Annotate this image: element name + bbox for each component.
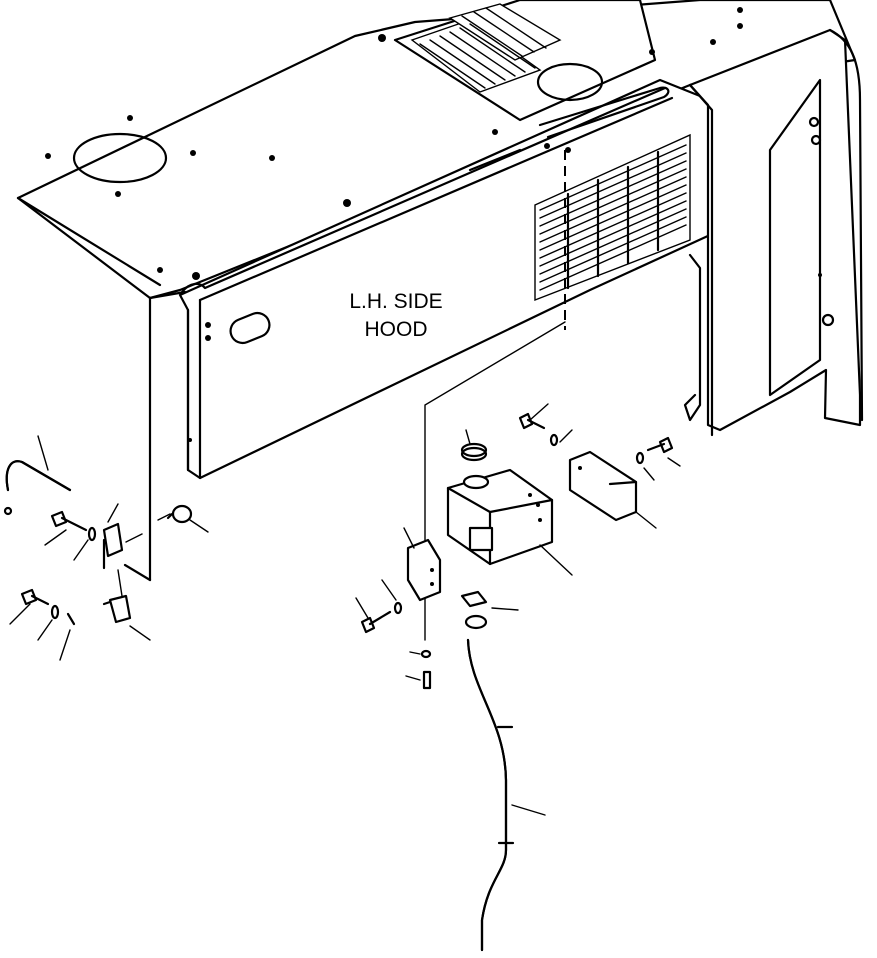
left-clip-bracket [102,503,143,570]
left-connector [102,569,151,641]
engine-hood-top-cover [16,0,857,300]
bracket-washer-left [381,579,403,615]
left-bolt-lower [9,588,50,625]
lh-side-hood: L.H. SIDE HOOD [178,78,712,480]
tank-front-bracket [403,527,442,602]
overflow-hose [466,638,546,952]
side-hood-vent [534,133,691,302]
top-cover-bolts [45,7,743,280]
tank-rear-washer [549,429,573,447]
left-grommet [157,504,209,533]
access-hole [72,132,168,184]
left-washer-lower [37,604,60,641]
left-bolt-upper [44,510,88,546]
bracket-bolt-bottom [405,649,432,690]
right-corner-panel [683,28,864,437]
bracket-bolt-left [355,597,392,634]
top-round-cap [536,62,604,102]
bracket-washer-right [635,451,655,481]
left-lock-washer-lower [59,612,76,661]
tank-rear-bolt [518,403,549,430]
hood-label-line2: HOOD [365,318,428,341]
tank-rear-bracket [568,450,657,529]
hood-label-line1: L.H. SIDE [349,290,442,313]
left-washer-upper [73,526,97,561]
tank-cap [460,429,488,462]
wire-harness [3,435,72,516]
top-vent-grille [410,3,562,93]
hood-handle-slot [229,311,271,345]
left-bracket-plate [123,290,187,582]
hose-clamp [460,590,519,630]
reservoir-tank [446,468,573,576]
bracket-bolt-right [646,436,681,467]
